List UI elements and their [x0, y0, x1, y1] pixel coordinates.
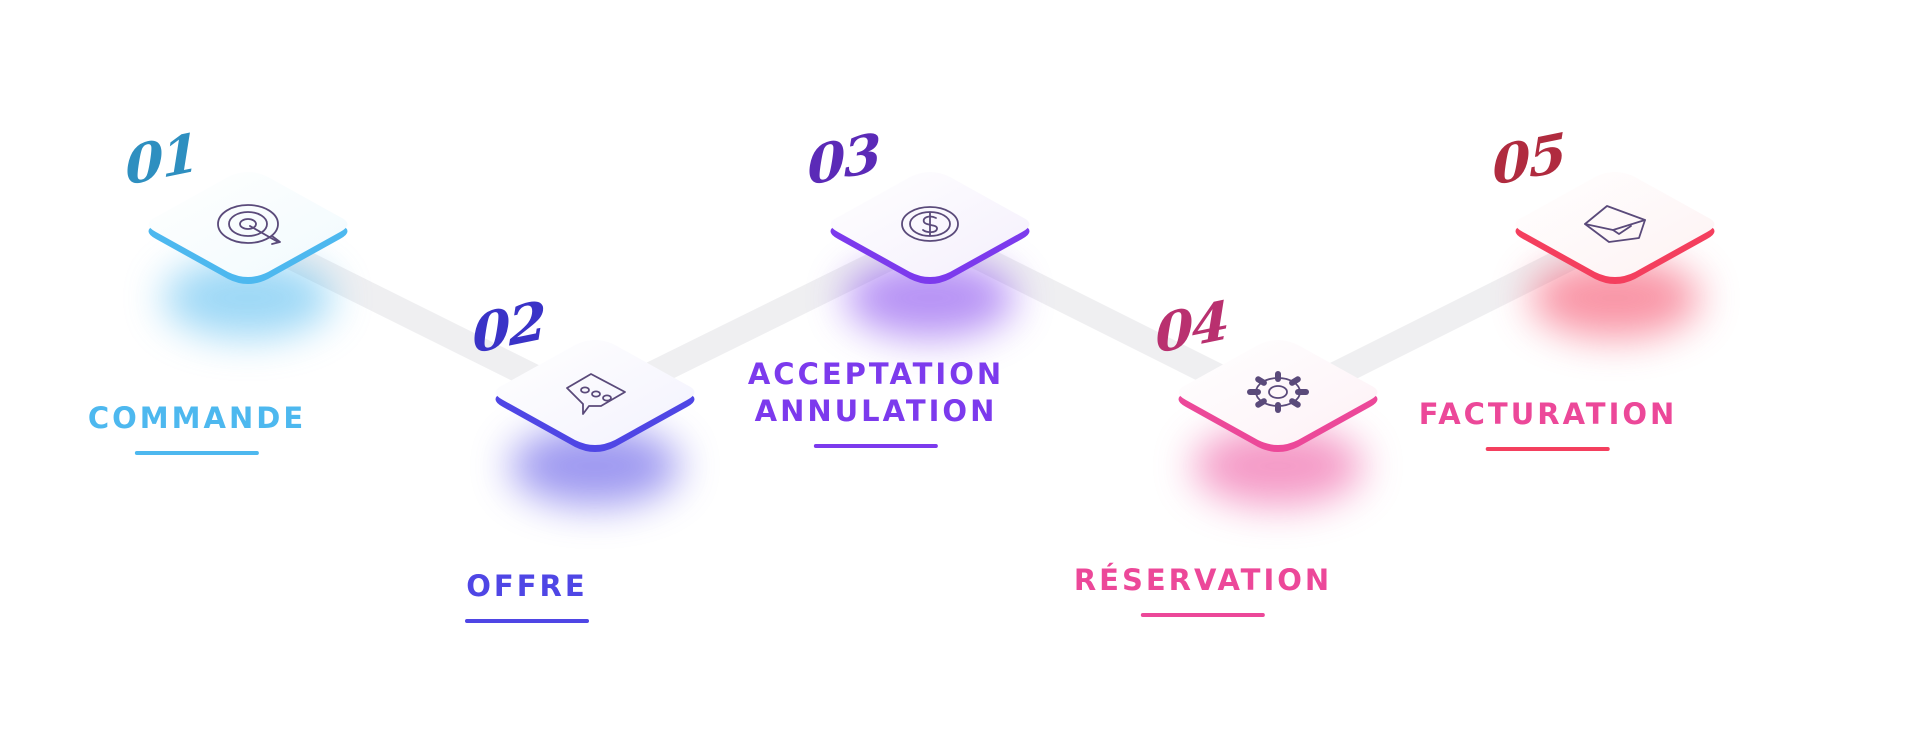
step-underline: [1141, 613, 1265, 617]
chat-bubble-icon: [566, 373, 626, 415]
step-label-line: RÉSERVATION: [1073, 563, 1333, 597]
target-icon: [217, 204, 281, 245]
step-underline: [465, 619, 589, 623]
step-label-block: FACTURATION: [1419, 396, 1678, 451]
tile-face: [495, 340, 695, 445]
step-tile: [488, 332, 702, 468]
step-tile: [1508, 164, 1722, 300]
step-underline: [135, 451, 259, 455]
step-number: 04: [1154, 288, 1229, 366]
step-tile: [823, 164, 1037, 300]
step-label-line: FACTURATION: [1418, 397, 1678, 431]
step-tile: [1171, 332, 1385, 468]
step-number: 01: [124, 120, 199, 198]
tile-face: [148, 172, 348, 277]
step-label-block: OFFRE: [465, 568, 589, 623]
step-number: 05: [1491, 120, 1566, 198]
step-label-line: ANNULATION: [754, 394, 998, 428]
envelope-check-icon: [1584, 205, 1646, 243]
tile-face: [1178, 340, 1378, 445]
step-number: 03: [806, 120, 881, 198]
tile-face: [1515, 172, 1715, 277]
step-label-block: ACCEPTATION ANNULATION: [748, 356, 1004, 448]
step-label-line: OFFRE: [466, 569, 588, 603]
dollar-coin-icon: [901, 206, 959, 242]
step-number: 02: [471, 288, 546, 366]
step-label-line: COMMANDE: [87, 401, 307, 435]
gear-icon: [1247, 371, 1309, 413]
step-underline: [1486, 447, 1610, 451]
step-label-block: RÉSERVATION: [1074, 562, 1332, 617]
step-label-block: COMMANDE: [88, 400, 306, 455]
step-underline: [813, 444, 938, 448]
step-label-line: ACCEPTATION: [747, 357, 1005, 391]
step-tile: [141, 164, 355, 300]
